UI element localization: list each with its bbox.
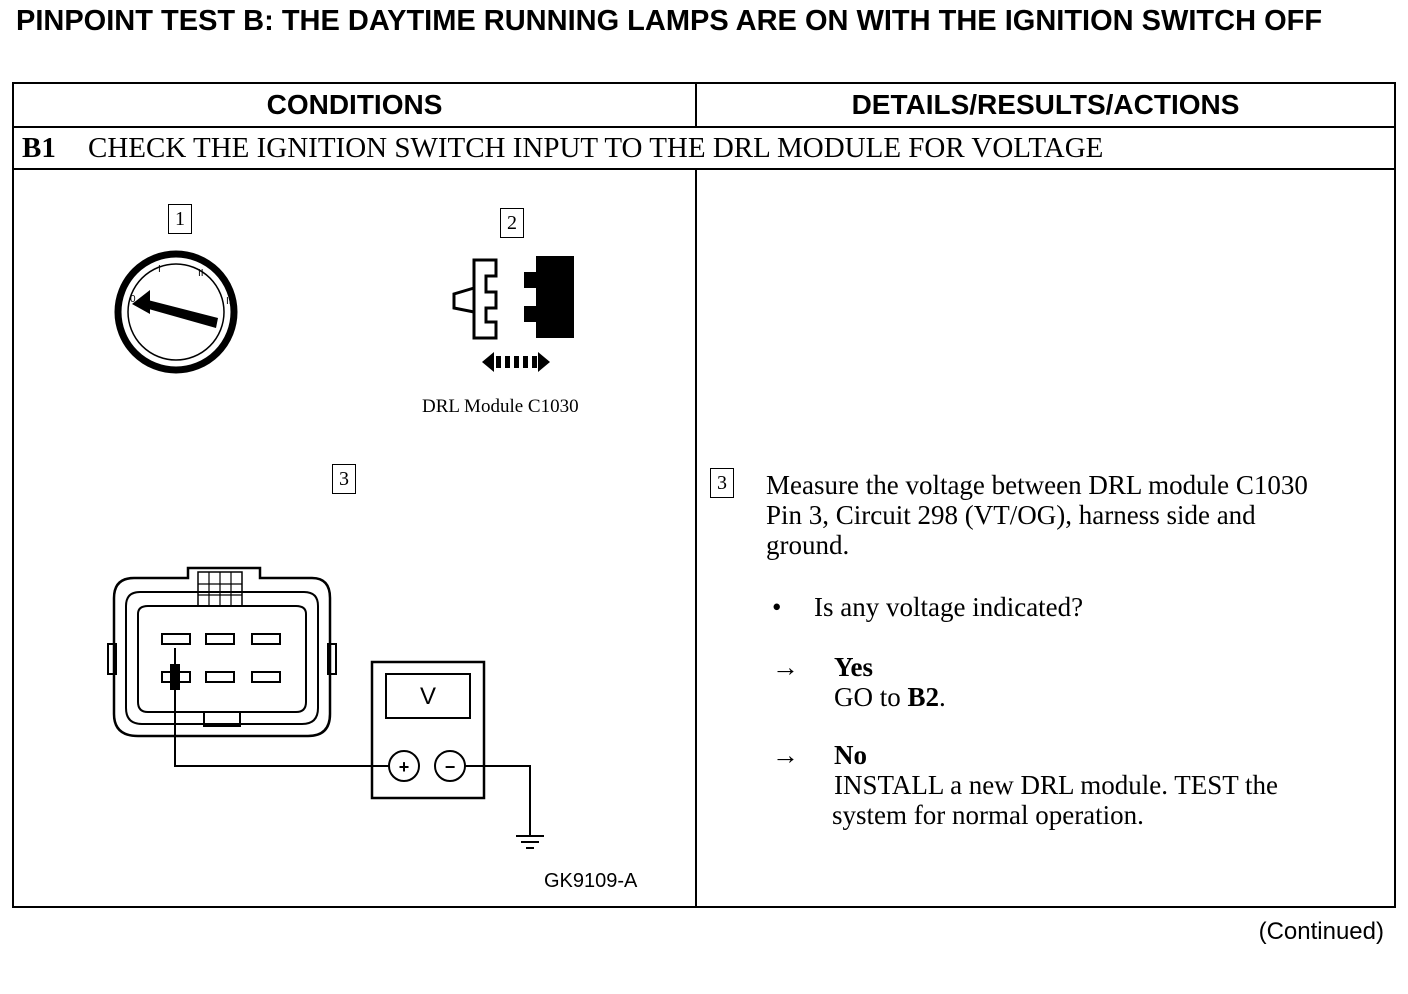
- no-action-line-2: system for normal operation.: [832, 800, 1144, 830]
- connector-caption: DRL Module C1030: [422, 396, 579, 417]
- step-id: B1: [22, 131, 56, 164]
- connector-illustration: [452, 256, 574, 372]
- figure-id: GK9109-A: [544, 870, 638, 892]
- yes-label: Yes: [834, 652, 873, 682]
- details-callout-3: 3: [710, 468, 734, 498]
- yes-action: GO to B2.: [834, 682, 946, 712]
- step-heading: CHECK THE IGNITION SWITCH INPUT TO THE D…: [88, 131, 1104, 164]
- ignition-mark-3: III: [226, 296, 234, 307]
- column-divider-header: [695, 82, 697, 128]
- no-label: No: [834, 740, 867, 770]
- continued-note: (Continued): [1258, 918, 1384, 945]
- yes-action-suffix: .: [939, 682, 946, 712]
- callout-3: 3: [332, 464, 356, 494]
- test-probe-icon: [170, 664, 180, 690]
- instruction-line-1: Measure the voltage between DRL module C…: [766, 470, 1308, 500]
- column-divider-body: [695, 168, 697, 908]
- ignition-key-icon: [138, 298, 218, 328]
- meter-label: V: [420, 683, 436, 710]
- callout-2: 2: [500, 208, 524, 238]
- ignition-mark-2: II: [198, 268, 204, 279]
- conditions-header: CONDITIONS: [266, 89, 443, 120]
- voltmeter-icon: [370, 660, 486, 800]
- minus-terminal: −: [445, 757, 456, 777]
- no-action-line-1: INSTALL a new DRL module. TEST the: [834, 770, 1279, 800]
- instruction-line-2: Pin 3, Circuit 298 (VT/OG), harness side…: [766, 500, 1256, 530]
- no-arrow-icon: →: [772, 740, 799, 770]
- step-divider: [12, 168, 1396, 170]
- instruction-line-3: ground.: [766, 530, 850, 560]
- page-title: PINPOINT TEST B: THE DAYTIME RUNNING LAM…: [16, 5, 1323, 37]
- ignition-mark-1: I: [158, 264, 161, 275]
- plus-terminal: +: [399, 757, 410, 777]
- ground-icon: [516, 835, 544, 849]
- details-header: DETAILS/RESULTS/ACTIONS: [851, 89, 1240, 120]
- bullet: •: [772, 592, 782, 622]
- step-row: B1 CHECK THE IGNITION SWITCH INPUT TO TH…: [22, 128, 1382, 168]
- question: Is any voltage indicated?: [814, 592, 1084, 622]
- callout-1: 1: [168, 204, 192, 234]
- voltmeter-test-illustration: V + −: [107, 566, 544, 849]
- ignition-mark-0: 0: [130, 294, 136, 305]
- header-divider: [12, 126, 1396, 128]
- yes-action-target: B2: [907, 682, 940, 712]
- test-table: [12, 82, 1396, 908]
- ignition-switch-illustration: 0 I II III: [114, 250, 238, 374]
- yes-action-prefix: GO to: [834, 682, 908, 712]
- yes-arrow-icon: →: [772, 652, 799, 682]
